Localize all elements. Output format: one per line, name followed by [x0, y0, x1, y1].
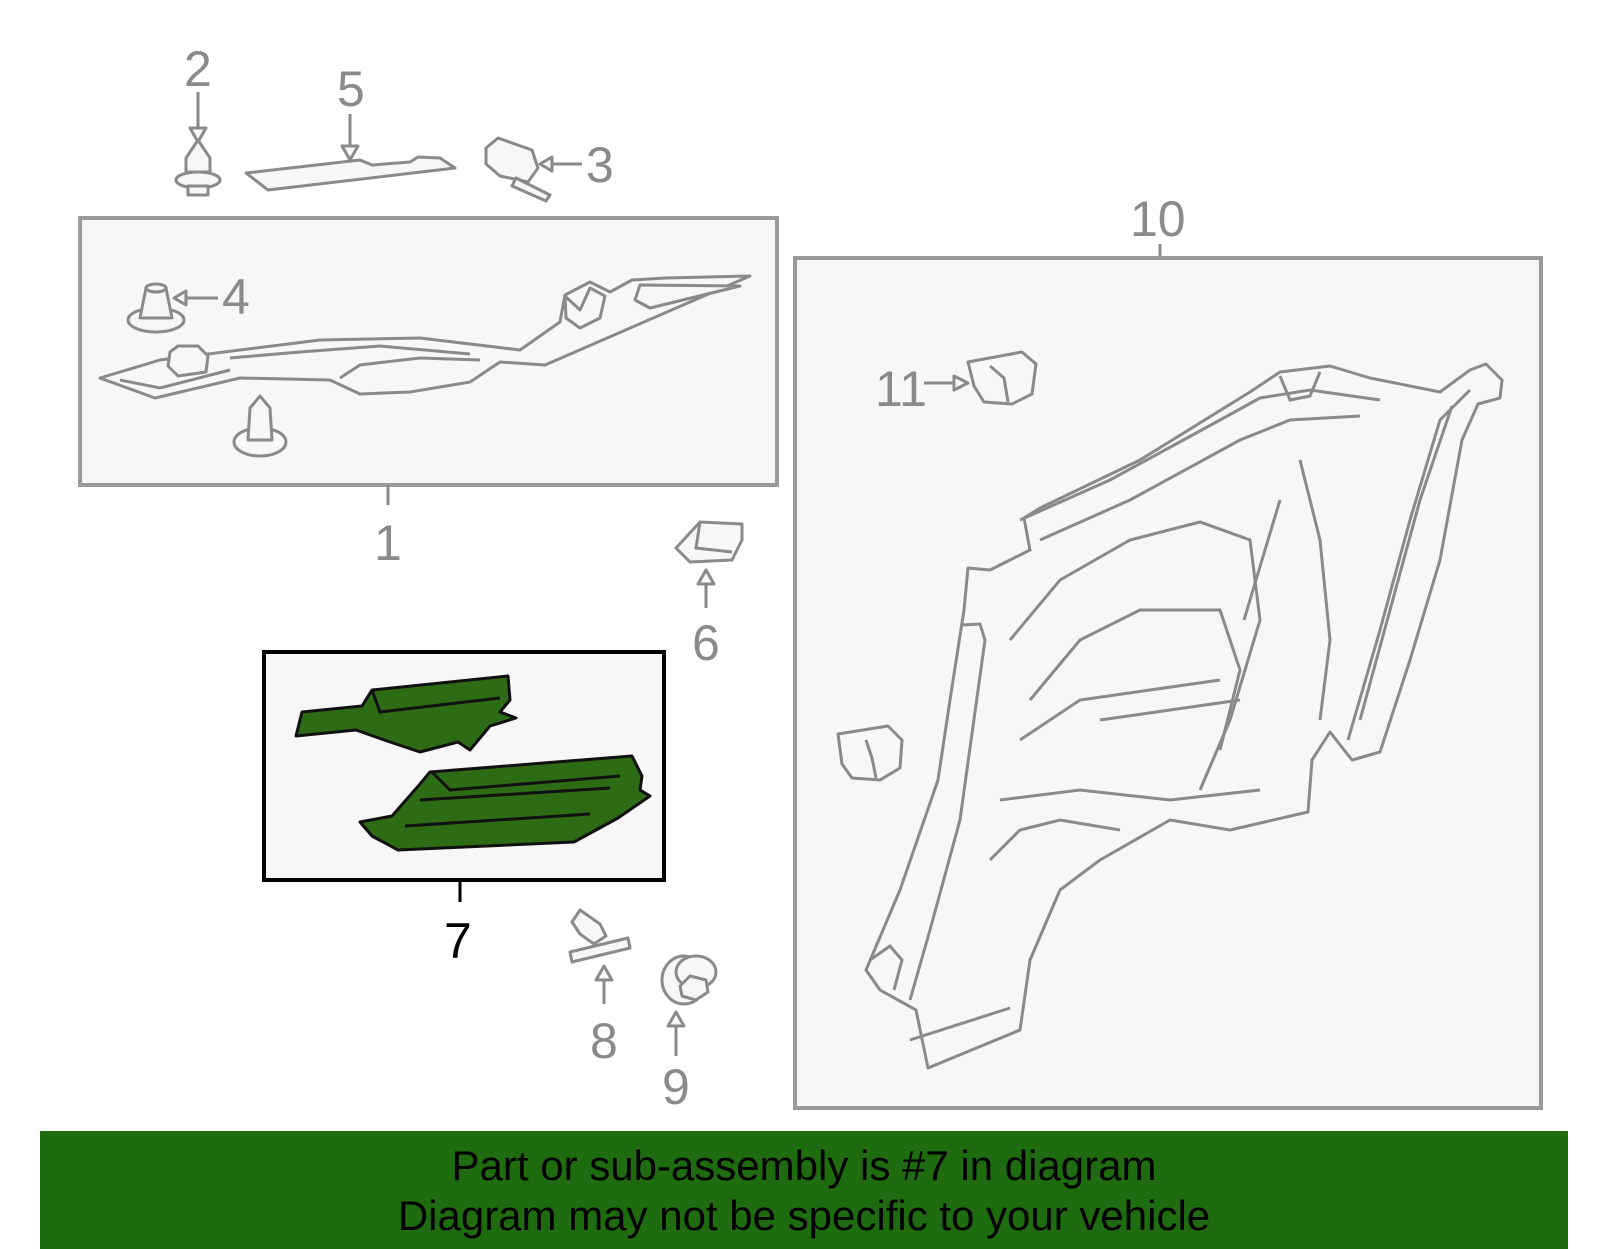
callout-1: 1 [374, 515, 402, 571]
assembly-10-clip [836, 724, 904, 782]
callout-11: 11 [875, 361, 927, 417]
part-5-trim-strip [244, 155, 457, 192]
part-2-clip [174, 138, 222, 197]
callout-3: 3 [586, 137, 614, 193]
part-6-arrowhead [696, 568, 716, 586]
callout-8: 8 [590, 1013, 618, 1069]
parts-diagram: 1 2 5 3 4 [78, 41, 1543, 1115]
part-6-clip [674, 520, 744, 564]
part-4-plug [126, 282, 186, 334]
part-9-nut [660, 954, 718, 1006]
part-7-trim-panel [294, 674, 652, 852]
assembly-10-quarter-panel [864, 362, 1504, 1070]
assembly-1-clip [232, 394, 288, 458]
banner-line-2: Diagram may not be specific to your vehi… [397, 1192, 1211, 1239]
callout-9: 9 [662, 1059, 690, 1115]
part-3-arrowhead [538, 155, 554, 173]
assembly-1-trim-panel [98, 274, 752, 400]
callout-7: 7 [444, 913, 472, 969]
info-banner: Part or sub-assembly is #7 in diagram Di… [40, 1131, 1568, 1249]
part-11-clip [966, 350, 1038, 406]
banner-line-1: Part or sub-assembly is #7 in diagram [451, 1142, 1157, 1189]
part-8-clip [568, 908, 632, 964]
part-3-clip [484, 136, 552, 203]
part-8-arrowhead [594, 964, 614, 982]
callout-5: 5 [337, 61, 365, 117]
callout-4: 4 [222, 269, 250, 325]
callout-6: 6 [692, 615, 720, 671]
callout-10: 10 [1130, 191, 1186, 247]
part-11-arrowhead [952, 374, 970, 392]
part-5-arrowhead [340, 144, 360, 162]
part-2-arrowhead [188, 126, 208, 144]
callout-2: 2 [184, 41, 212, 97]
part-9-arrowhead [666, 1010, 686, 1028]
part-4-arrowhead [172, 289, 188, 307]
